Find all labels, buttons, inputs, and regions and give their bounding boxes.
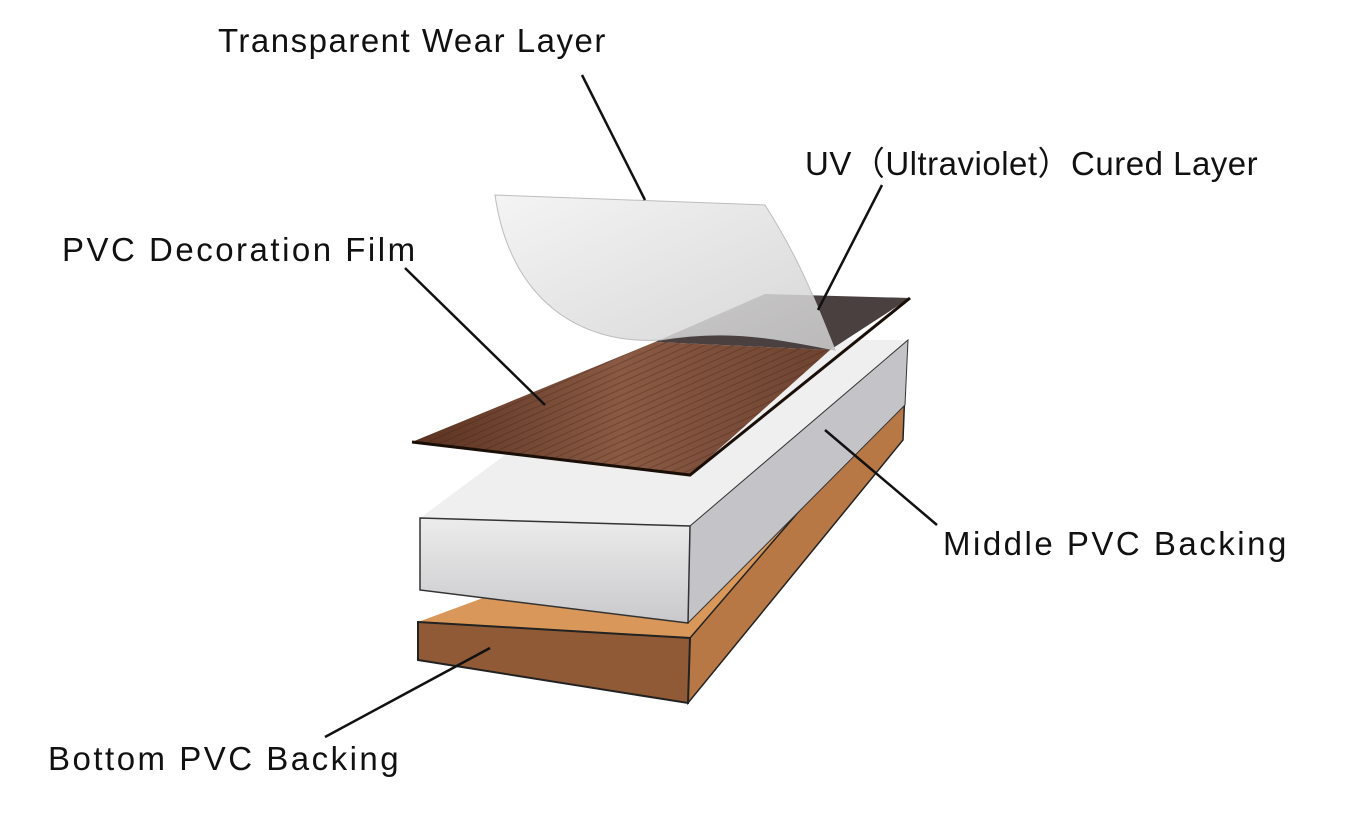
transparent-wear-layer: [494, 194, 836, 351]
label-transparent-wear-layer: Transparent Wear Layer: [218, 22, 607, 59]
leader-bottom-backing: [324, 646, 491, 739]
leader-uv-layer: [816, 184, 884, 311]
leader-middle-backing: [824, 429, 938, 526]
pvc-decoration-film: [411, 294, 911, 477]
leader-decoration-film: [404, 267, 546, 406]
label-bottom-pvc-backing: Bottom PVC Backing: [48, 740, 402, 777]
label-middle-pvc-backing: Middle PVC Backing: [943, 525, 1289, 562]
label-uv-cured-layer: UV（Ultraviolet）Cured Layer: [805, 145, 1259, 182]
label-pvc-decoration-film: PVC Decoration Film: [62, 231, 418, 268]
leader-wear-layer: [580, 74, 647, 201]
